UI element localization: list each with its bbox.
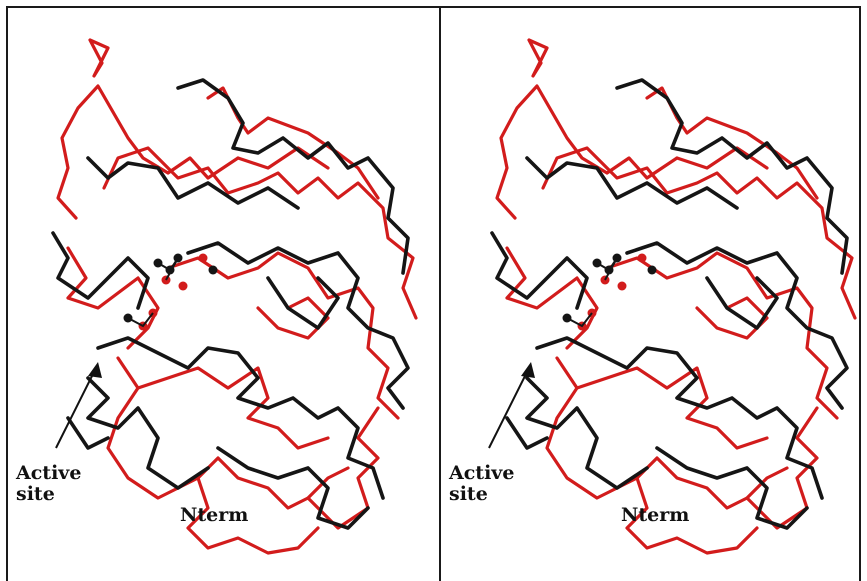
- red-backbone-bottom: [625, 466, 789, 555]
- active-site-label: Active site: [16, 463, 81, 505]
- black-backbone-upper: [525, 78, 849, 275]
- red-backbone-middle: [505, 246, 839, 420]
- active-site-residues: [562, 253, 657, 331]
- black-backbone-bottom: [505, 416, 809, 530]
- red-backbone-upper: [102, 86, 418, 320]
- stereo-panel-left: Active site Nterm: [8, 8, 438, 581]
- stereo-panel-right: Active site Nterm: [441, 8, 867, 581]
- active-site-label-line1: Active: [449, 462, 515, 484]
- red-backbone-top-loop: [56, 38, 240, 220]
- black-backbone-upper: [86, 78, 410, 275]
- protein-backbone-trace-left: [51, 38, 418, 555]
- red-backbone-top-loop: [495, 38, 679, 220]
- black-backbone-lower: [86, 336, 385, 500]
- nterm-label: Nterm: [180, 504, 249, 526]
- nterm-label: Nterm: [621, 504, 690, 526]
- red-backbone-middle: [66, 246, 400, 420]
- active-site-residues: [123, 253, 218, 331]
- active-site-label: Active site: [449, 463, 514, 505]
- active-site-arrow: [488, 362, 535, 449]
- figure-frame: [6, 6, 861, 581]
- red-backbone-upper: [541, 86, 857, 320]
- red-backbone-lower: [106, 356, 380, 530]
- active-site-label-line2: site: [449, 482, 488, 505]
- black-backbone-middle: [51, 231, 410, 410]
- black-backbone-lower: [525, 336, 824, 500]
- active-site-label-line2: site: [16, 482, 55, 505]
- black-backbone-middle: [490, 231, 849, 410]
- active-site-arrow: [55, 362, 102, 449]
- black-backbone-bottom: [66, 416, 370, 530]
- protein-backbone-trace-right: [488, 38, 857, 555]
- panel-divider: [439, 6, 441, 581]
- red-backbone-bottom: [186, 466, 350, 555]
- active-site-label-line1: Active: [16, 462, 82, 484]
- red-backbone-lower: [545, 356, 819, 530]
